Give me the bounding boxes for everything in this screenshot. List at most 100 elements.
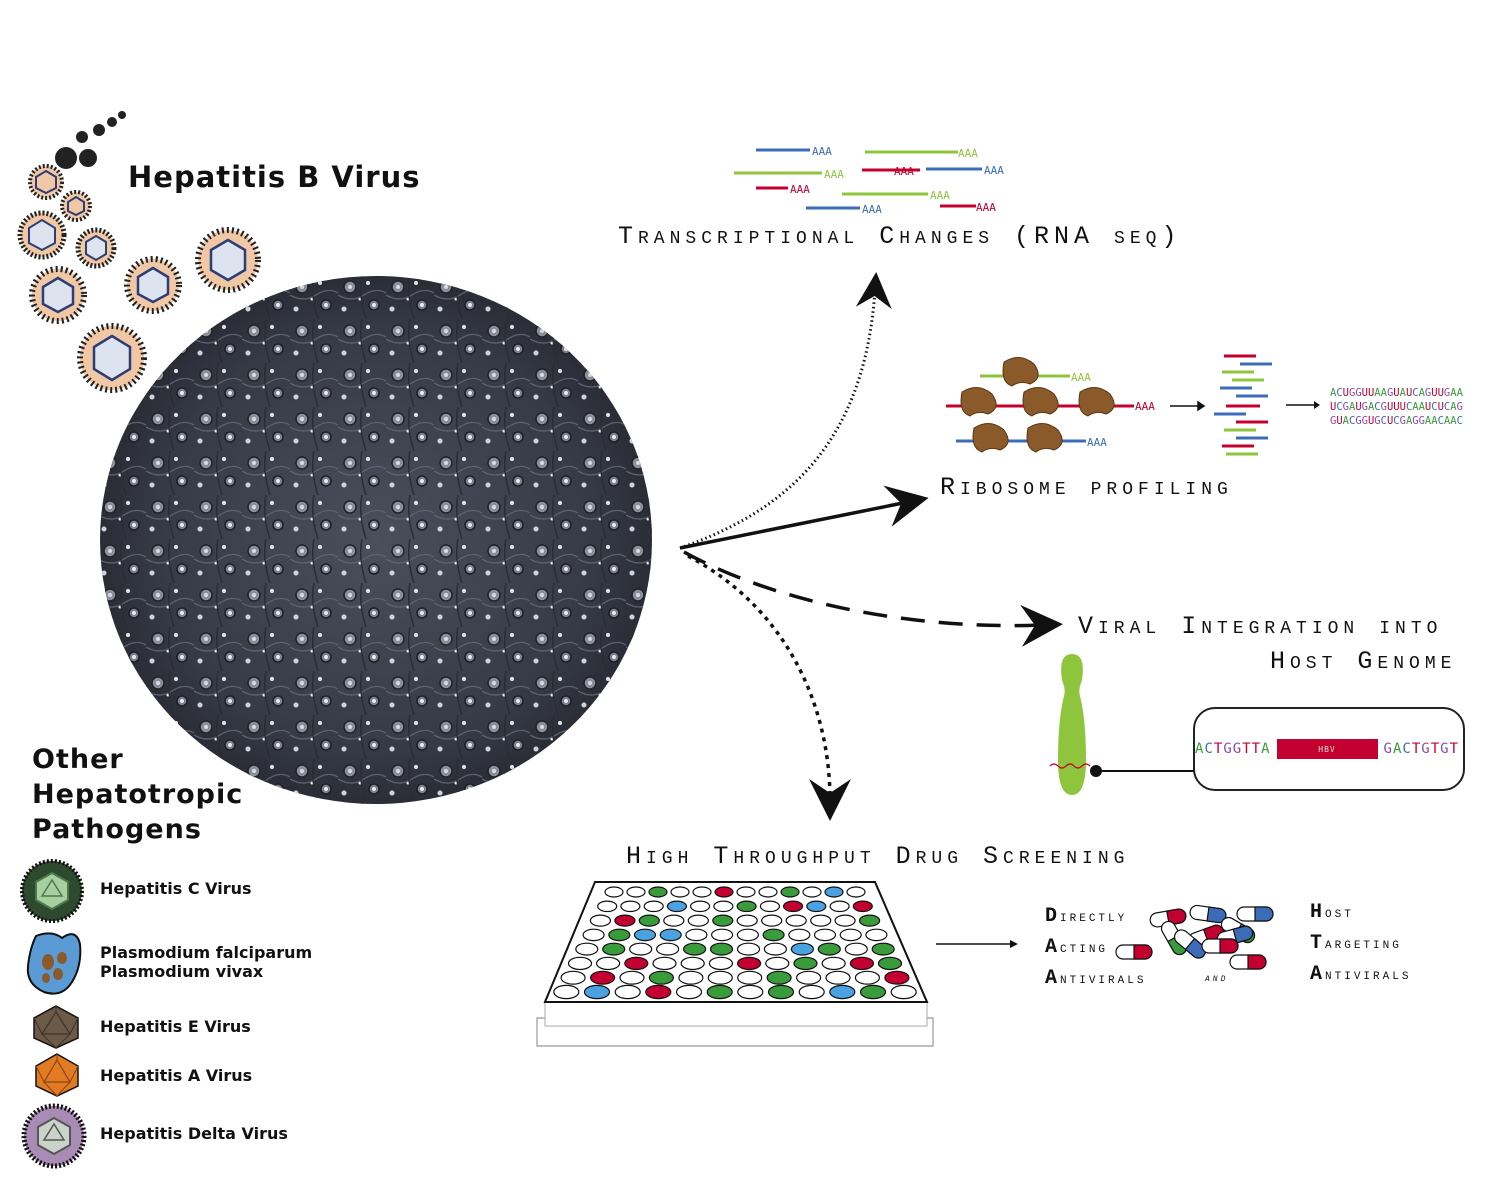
plate-well — [567, 956, 593, 971]
and-label: and — [1205, 971, 1229, 985]
plate-well — [624, 956, 649, 971]
pathogen-label: Hepatitis Delta Virus — [100, 1124, 288, 1143]
pathogen-label: Plasmodium falciparum — [100, 943, 313, 962]
plate-well — [582, 928, 605, 942]
plate-well — [852, 900, 873, 913]
plate-well — [834, 914, 856, 927]
plate-well — [884, 970, 910, 985]
plate-well — [810, 914, 832, 927]
hcv-icon — [20, 859, 84, 923]
plate-well — [666, 900, 687, 913]
plate-well — [766, 970, 792, 985]
plate-well — [589, 970, 616, 985]
plate-well — [798, 984, 825, 1000]
plate-well — [767, 984, 795, 1000]
daa-label: Directly Acting Antivirals — [1045, 905, 1147, 990]
plate-well — [690, 900, 711, 913]
ribosome-profiling-diagram — [946, 354, 1272, 456]
plate-well — [871, 942, 895, 956]
hepatocyte-micrograph — [100, 276, 652, 804]
plate-well — [783, 900, 804, 913]
polya-label: AAA — [790, 183, 810, 196]
screening-title: High Throughput Drug Screening — [626, 842, 1130, 871]
plate-well — [846, 886, 866, 898]
plate-well — [761, 914, 783, 927]
plate-well — [638, 914, 660, 927]
plate-well — [865, 928, 888, 942]
plate-well — [620, 900, 641, 913]
plate-well — [806, 900, 827, 913]
ribo-sequence: UCGAUGACGUUUCAAUCUCAG — [1330, 401, 1463, 413]
pathogen-label: Hepatitis C Virus — [100, 879, 252, 898]
plate-well — [736, 928, 759, 942]
polya-label: AAA — [894, 165, 914, 178]
plate-well — [824, 886, 844, 898]
polya-label: AAA — [984, 164, 1004, 177]
plate-well — [790, 942, 814, 956]
plate-well — [825, 970, 851, 985]
plate-well — [645, 984, 672, 1000]
plate-well — [553, 984, 580, 1000]
plate-well — [736, 942, 761, 956]
plate-well — [619, 970, 645, 985]
plate-well — [737, 956, 762, 971]
plate-well — [765, 956, 790, 971]
hbv-insert: HBV — [1276, 739, 1378, 759]
plate-well — [680, 956, 705, 971]
plate-well — [736, 914, 758, 927]
polya-label: AAA — [1135, 400, 1155, 413]
host-sequence-left: ACTGGTTA — [1195, 741, 1271, 757]
plate-well — [663, 914, 685, 927]
pathogen-label: Hepatitis A Virus — [100, 1066, 253, 1085]
arrow-to-screening — [687, 554, 851, 821]
polya-label: AAA — [930, 189, 950, 202]
plate-well — [844, 942, 868, 956]
plate-well — [608, 928, 631, 942]
arrow-to-rnaseq — [679, 272, 892, 550]
plate-well — [736, 886, 756, 898]
hav-icon — [35, 1053, 79, 1097]
plate-well — [602, 942, 626, 956]
rnaseq-title: Transcriptional Changes (RNA seq) — [618, 222, 1182, 251]
integration-sequence: ACTGGTTA HBV GACTGTGT — [1195, 739, 1459, 759]
plate-well — [708, 956, 733, 971]
plate-well — [604, 886, 624, 898]
plate-well — [714, 886, 734, 898]
pills-icon — [1115, 904, 1274, 970]
plate-well — [711, 928, 734, 942]
plate-well — [687, 914, 709, 927]
host-sequence-right: GACTGTGT — [1383, 741, 1459, 757]
plate-well — [678, 970, 704, 985]
plate-well — [575, 942, 599, 956]
pathogen-label: Hepatitis E Virus — [100, 1017, 251, 1036]
plate-well — [813, 928, 837, 942]
plate-well — [713, 900, 734, 913]
plate-well — [656, 942, 680, 956]
plate-well — [648, 970, 675, 985]
polya-label: AAA — [1071, 371, 1091, 384]
plate-well — [707, 970, 733, 985]
rnaseq-reads — [734, 148, 982, 210]
ribo-sequence: GUACGGUGCUCGAGGAACAAC — [1330, 415, 1463, 427]
plate-well — [817, 942, 841, 956]
hta-label: Host Targeting Antivirals — [1310, 901, 1412, 986]
integration-title-line1: Viral Integration into — [1078, 612, 1443, 641]
plate-well — [706, 984, 733, 1000]
plate-well — [614, 914, 636, 927]
plate-well — [648, 886, 668, 898]
plate-well — [859, 984, 887, 1000]
plate-well — [675, 984, 703, 1000]
arrow-icon — [1286, 401, 1320, 409]
plate-well — [758, 886, 778, 898]
plate-well — [652, 956, 677, 971]
plate-well — [854, 970, 880, 985]
arrow-to-integration — [683, 550, 1063, 647]
workflow-arrows — [679, 272, 1063, 821]
plate-well — [788, 928, 811, 942]
plate-well — [793, 956, 818, 971]
polya-label: AAA — [862, 203, 882, 216]
hev-icon — [33, 1005, 79, 1049]
polya-label: AAA — [812, 145, 832, 158]
polya-label: AAA — [958, 147, 978, 160]
plate-well — [633, 928, 657, 942]
